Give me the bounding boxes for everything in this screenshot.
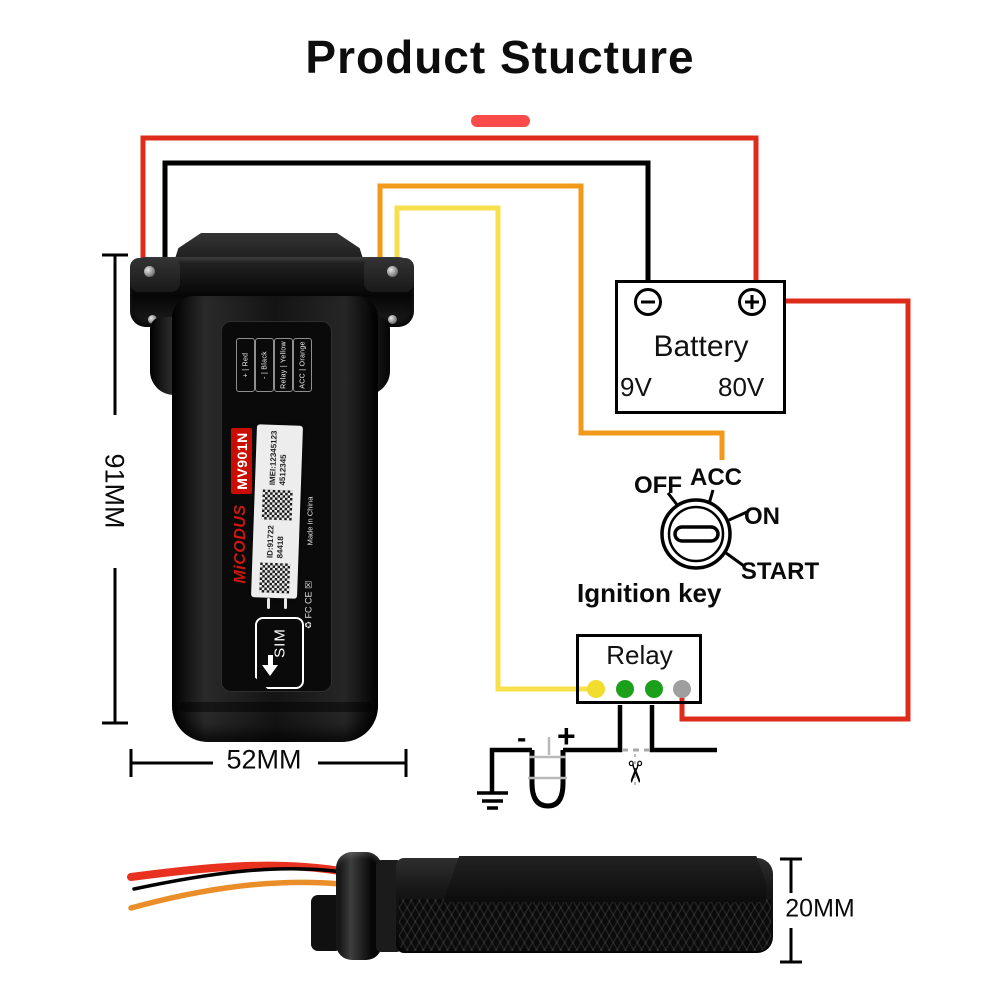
relay-pin-green-2 — [645, 680, 663, 698]
ignition-key-label: Ignition key — [577, 578, 722, 608]
screw-icon — [144, 266, 155, 277]
ignition-position-start: START — [740, 558, 820, 585]
battery-minus-terminal — [634, 288, 662, 316]
relay-pin-yellow — [587, 680, 605, 698]
screw-icon — [388, 315, 397, 324]
dimension-thickness: 20MM — [785, 894, 855, 923]
qr-code-icon — [259, 562, 291, 594]
relay-pin-green-1 — [616, 680, 634, 698]
relay-right-leg-wire — [649, 705, 717, 753]
wire-legend-orange: ACC | Orange — [293, 338, 312, 392]
ignition-position-acc: ACC — [690, 464, 742, 491]
red-wire-battery-to-relay — [679, 298, 911, 722]
screw-icon — [148, 315, 157, 324]
side-view-knurled-texture — [399, 899, 771, 951]
panel-tick — [267, 598, 270, 609]
fuel-pump-symbol — [529, 750, 566, 809]
ignition-position-off: OFF — [634, 472, 682, 499]
ignition-key-switch — [660, 489, 748, 570]
made-in-label: Made In China — [305, 496, 315, 546]
bottom-device-wires — [127, 861, 344, 911]
panel-tick — [284, 598, 287, 609]
device-imei-text: IMEI:12345123 4512345 — [267, 429, 289, 486]
relay-box — [576, 634, 702, 704]
screw-icon — [387, 266, 398, 277]
title-underline-dash — [471, 115, 530, 127]
wire-legend-yellow: Relay | Yellow — [274, 338, 293, 392]
yellow-wire-device-to-relay — [394, 205, 594, 692]
sim-slot-icon: SIM — [255, 617, 304, 689]
dimension-line-52mm — [129, 749, 408, 777]
ground-leg-wire — [489, 747, 532, 793]
battery-box — [615, 280, 786, 414]
battery-label: Battery — [653, 330, 749, 363]
sim-arrow-icon — [268, 655, 273, 666]
dimension-line-91mm — [102, 253, 128, 725]
page-title: Product Stucture — [305, 31, 695, 83]
cutoff-plus-label: + — [557, 718, 576, 754]
red-wire-device-to-battery — [140, 135, 759, 280]
orange-wire-device-to-ignition — [377, 183, 725, 460]
relay-pin-gray — [673, 680, 691, 698]
tracker-label-panel: + | Red - | Black Relay | Yellow ACC | O… — [221, 321, 332, 692]
dimension-line-20mm — [780, 857, 802, 964]
cutoff-minus-label: - — [517, 722, 527, 753]
battery-plus-terminal — [738, 288, 766, 316]
tracker-ear-left — [130, 258, 180, 292]
relay-left-leg-wire — [563, 705, 623, 753]
battery-max-voltage: 80V — [718, 372, 765, 402]
fuel-level-marks — [528, 737, 567, 780]
side-view-cable-grommet — [336, 852, 382, 960]
dimension-height: 91MM — [99, 453, 130, 529]
model-badge: MV901N — [231, 428, 252, 494]
wire-legend-red: + | Red — [236, 338, 255, 392]
dimension-width: 52MM — [226, 744, 302, 775]
side-view-top-panel — [443, 856, 766, 902]
relay-label: Relay — [606, 640, 673, 670]
device-id-text: ID:91722 84418 — [265, 524, 286, 559]
ignition-position-on: ON — [744, 503, 780, 530]
sim-arrow-icon — [262, 665, 278, 676]
brand-logo: MiCODUS — [232, 504, 249, 584]
qr-code-icon — [261, 489, 293, 521]
device-info-sticker: ID:91722 84418 IMEI:12345123 4512345 — [250, 424, 304, 599]
scissors-icon: ✂ — [617, 759, 651, 785]
wire-legend-black: - | Black — [255, 338, 274, 392]
black-wire-device-to-battery — [162, 160, 651, 280]
battery-min-voltage: 9V — [620, 372, 652, 402]
ground-icon — [477, 791, 508, 810]
tracker-body-groove — [180, 702, 372, 712]
